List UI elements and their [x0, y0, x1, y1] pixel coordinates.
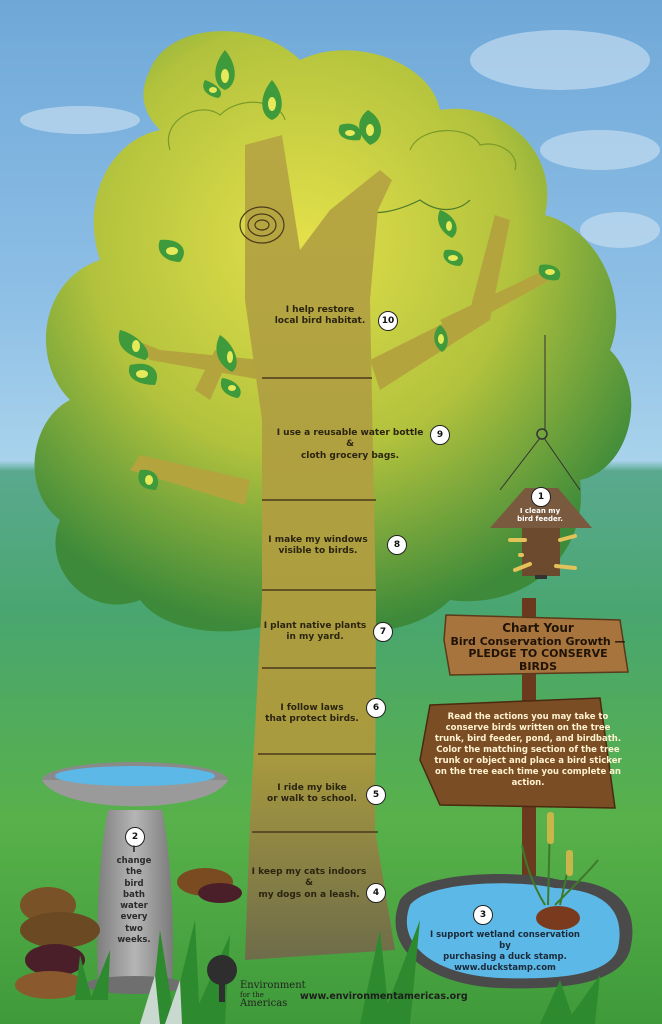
- pledge-8-text: I make my windows visible to birds.: [268, 535, 368, 557]
- grass-highlights: [140, 975, 182, 1024]
- rocks: [15, 868, 242, 999]
- birdbath-text: I change the bird bath water every two w…: [116, 845, 152, 945]
- pledge-10-number: 10: [378, 311, 398, 331]
- org-name-line-2: for the: [240, 990, 264, 999]
- pledge-6-number: 6: [366, 698, 386, 718]
- pledge-9-text: I use a reusable water bottle & cloth gr…: [276, 428, 424, 461]
- sign-title-line-3: PLEDGE TO CONSERVE BIRDS: [468, 647, 608, 674]
- leaves: [118, 50, 561, 490]
- sign-title: Chart Your Bird Conservation Growth — PL…: [450, 621, 626, 674]
- pledge-7-text: I plant native plants in my yard.: [263, 621, 367, 643]
- pledge-6-text: I follow laws that protect birds.: [265, 703, 359, 725]
- sign-post: [419, 598, 629, 898]
- pledge-4-number: 4: [366, 883, 386, 903]
- org-name-line-3: Americas: [240, 997, 288, 1009]
- tree-knot: [239, 206, 285, 244]
- cattails: [521, 812, 599, 906]
- org-name-line-1: Environment: [240, 980, 306, 991]
- pledge-4-text: I keep my cats indoors & my dogs on a le…: [251, 867, 367, 900]
- pledge-5-number: 5: [366, 785, 386, 805]
- pledge-8-number: 8: [387, 535, 407, 555]
- feeder-number: 1: [531, 487, 551, 507]
- bird-feeder: [490, 335, 592, 579]
- pledge-5-text: I ride my bike or walk to school.: [267, 783, 357, 805]
- pledge-7-number: 7: [373, 622, 393, 642]
- pond: [395, 874, 633, 989]
- clouds: [20, 30, 660, 248]
- birdbath-number: 2: [125, 827, 145, 847]
- pond-number: 3: [473, 905, 493, 925]
- feeder-text: I clean my bird feeder.: [517, 507, 563, 524]
- trunk-divider-lines: [252, 377, 378, 833]
- pledge-10-text: I help restore local bird habitat.: [274, 305, 366, 327]
- pledge-9-number: 9: [430, 425, 450, 445]
- website-link[interactable]: www.environmentamericas.org: [300, 991, 468, 1002]
- sign-title-line-2: Bird Conservation Growth —: [450, 634, 626, 648]
- sign-instructions: Read the actions you may take to conserv…: [434, 712, 622, 789]
- org-logo-text: Environment for the Americas: [240, 980, 306, 1009]
- pond-text: I support wetland conservation by purcha…: [430, 930, 580, 974]
- sign-title-line-1: Chart Your: [502, 621, 574, 635]
- logo-tree-icon: [207, 955, 237, 1002]
